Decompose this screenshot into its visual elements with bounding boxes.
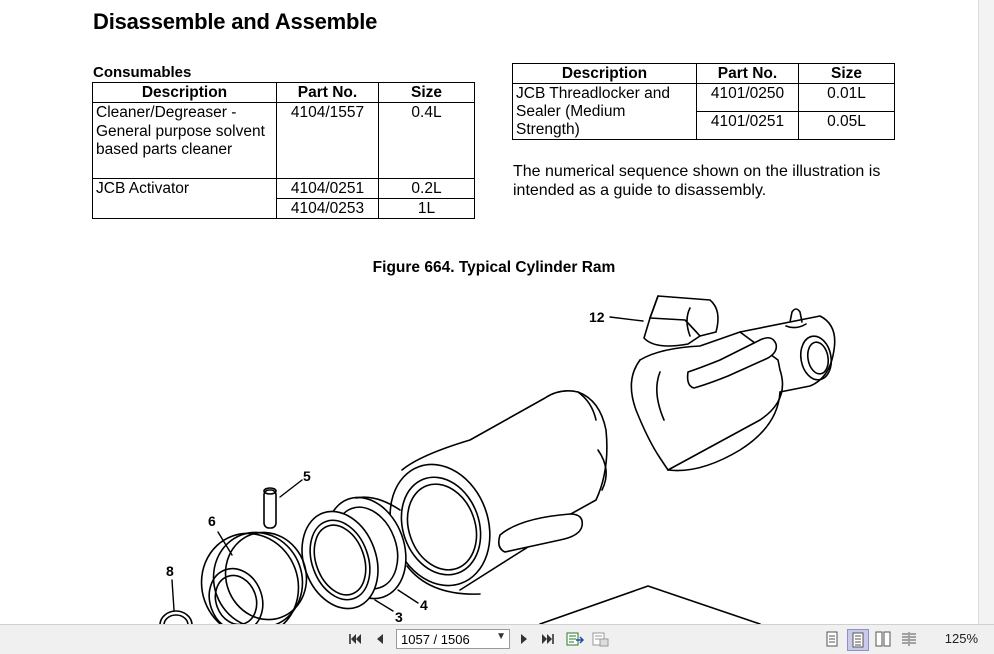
- rod-eye-assembly: [630, 308, 836, 472]
- cylinder-head: [389, 390, 608, 595]
- size-cell: 0.4L: [378, 102, 475, 179]
- lower-plate-outline: [539, 585, 761, 624]
- table-row: 4101/0251 0.05L: [513, 111, 895, 140]
- column-header-part-no: Part No.: [276, 82, 379, 103]
- table-row: JCB Activator 4104/0251 0.2L: [92, 178, 475, 219]
- page-number-input[interactable]: 1057 / 1506 ▼: [396, 629, 510, 649]
- figure-caption: Figure 664. Typical Cylinder Ram: [372, 259, 616, 276]
- next-page-icon[interactable]: [516, 629, 532, 649]
- description-cell: JCB Activator: [92, 178, 277, 219]
- column-header-part-no: Part No.: [696, 63, 799, 84]
- disassembly-note: The numerical sequence shown on the illu…: [513, 163, 881, 199]
- size-cell: 1L: [378, 198, 475, 219]
- threadlocker-table: Description Part No. Size JCB Threadlock…: [512, 63, 895, 140]
- cylinder-ram-illustration: 12 5: [159, 295, 836, 624]
- table-row: Cleaner/Degreaser - General purpose solv…: [92, 102, 475, 179]
- chevron-down-icon[interactable]: ▼: [496, 631, 506, 642]
- description-cell: JCB Threadlocker and Sealer (Medium Stre…: [512, 83, 697, 140]
- part-no-cell: 4104/1557: [276, 102, 379, 179]
- description-cell: Cleaner/Degreaser - General purpose solv…: [92, 102, 277, 179]
- size-cell: 0.05L: [798, 111, 895, 140]
- part-no-cell: 4101/0250: [696, 83, 799, 112]
- size-cell: 0.2L: [378, 178, 475, 199]
- seal-part-3: [301, 510, 379, 610]
- column-header-size: Size: [378, 82, 475, 103]
- o-ring-part-8: [159, 610, 193, 624]
- column-header-description: Description: [512, 63, 697, 84]
- last-page-icon[interactable]: [539, 629, 557, 649]
- document-page: Disassemble and Assemble Consumables Des…: [92, 9, 895, 624]
- piston-part-6: [200, 531, 308, 624]
- vertical-scrollbar[interactable]: [978, 0, 994, 624]
- callout-4: 4: [420, 597, 428, 613]
- callout-12: 12: [589, 309, 605, 325]
- part-no-cell: 4101/0251: [696, 111, 799, 140]
- consumables-heading: Consumables: [93, 64, 192, 81]
- table-row: 4104/0253 1L: [93, 198, 475, 219]
- table-header-row: Description Part No. Size: [512, 63, 895, 84]
- consumables-table: Description Part No. Size Cleaner/Degrea…: [92, 82, 475, 219]
- table-row: JCB Threadlocker and Sealer (Medium Stre…: [512, 83, 895, 140]
- callout-3: 3: [395, 609, 403, 624]
- page-title: Disassemble and Assemble: [93, 9, 378, 34]
- prev-page-icon[interactable]: [372, 629, 388, 649]
- callout-8: 8: [166, 563, 174, 579]
- column-header-description: Description: [92, 82, 277, 103]
- fit-width-icon[interactable]: [565, 629, 585, 649]
- continuous-page-icon[interactable]: [847, 629, 869, 651]
- single-page-icon[interactable]: [823, 629, 841, 649]
- size-cell: 0.01L: [798, 83, 895, 112]
- callout-5: 5: [303, 468, 311, 484]
- page-number-value: 1057 / 1506: [401, 631, 470, 647]
- part-no-cell: 4104/0251: [276, 178, 379, 199]
- viewer-toolbar: 1057 / 1506 ▼ 125%: [0, 624, 994, 654]
- pin-part-5: [263, 487, 277, 529]
- fit-page-icon[interactable]: [591, 629, 611, 649]
- table-header-row: Description Part No. Size: [92, 82, 475, 103]
- column-header-size: Size: [798, 63, 895, 84]
- first-page-icon[interactable]: [346, 629, 364, 649]
- bush-part-12: [643, 295, 719, 347]
- zoom-level[interactable]: 125%: [944, 631, 978, 646]
- callout-6: 6: [208, 513, 216, 529]
- facing-pages-icon[interactable]: [873, 629, 893, 649]
- part-no-cell: 4104/0253: [276, 198, 379, 219]
- facing-continuous-icon[interactable]: [899, 629, 919, 649]
